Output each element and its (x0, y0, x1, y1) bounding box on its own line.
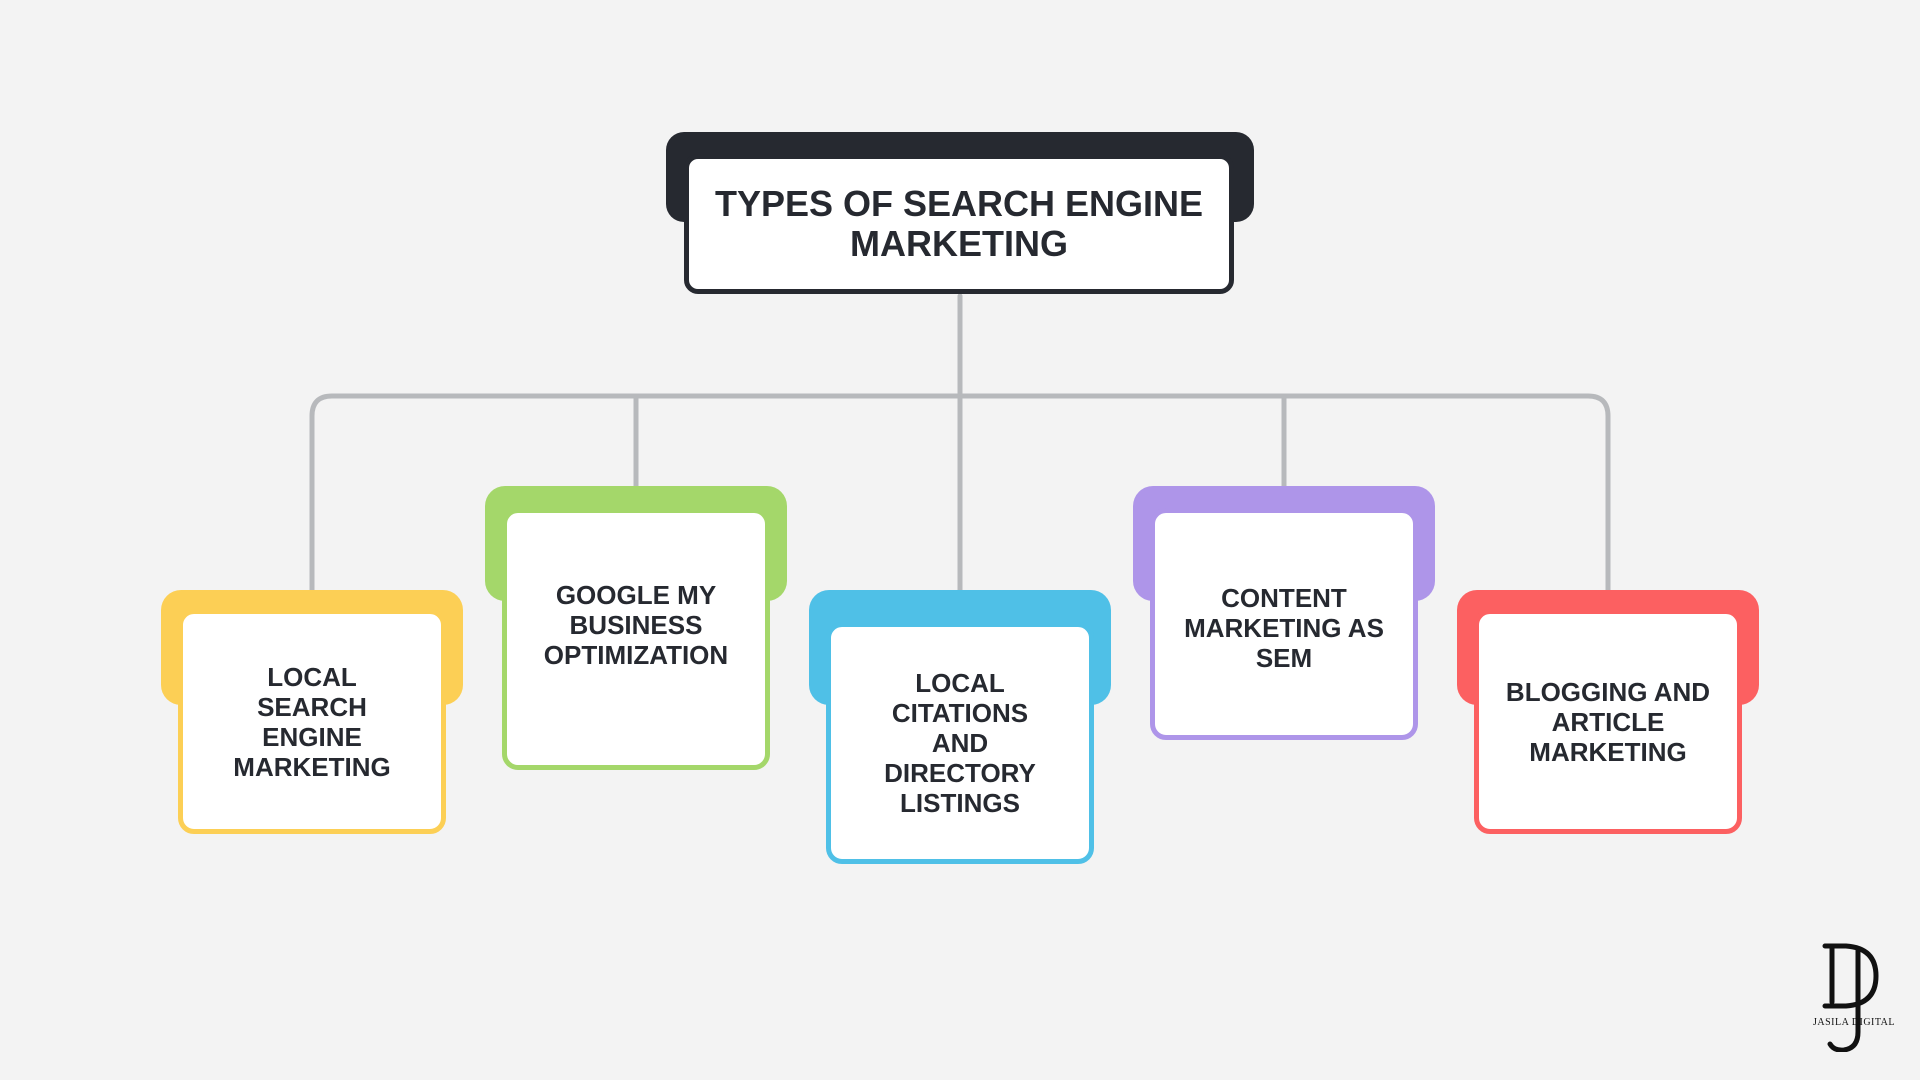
node-content-marketing-as-sem: CONTENT MARKETING AS SEM (1150, 508, 1418, 740)
root-title: TYPES OF SEARCH ENGINE MARKETING (714, 183, 1204, 264)
node-label: LOCAL SEARCH ENGINE MARKETING (233, 661, 391, 782)
node-label: BLOGGING AND ARTICLE MARKETING (1505, 676, 1711, 767)
root-node: TYPES OF SEARCH ENGINE MARKETING (684, 154, 1234, 294)
dj-monogram-icon (1822, 943, 1879, 1052)
node-label: LOCAL CITATIONS AND DIRECTORY LISTINGS (884, 668, 1036, 818)
logo-wordmark: JASILA DIGITAL (1812, 1017, 1896, 1028)
node-label: CONTENT MARKETING AS SEM (1184, 583, 1384, 673)
node-local-search-engine-marketing: LOCAL SEARCH ENGINE MARKETING (178, 609, 446, 834)
node-label: GOOGLE MY BUSINESS OPTIMIZATION (543, 580, 729, 670)
node-local-citations-and-directory-listings: LOCAL CITATIONS AND DIRECTORY LISTINGS (826, 622, 1094, 864)
node-google-my-business-optimization: GOOGLE MY BUSINESS OPTIMIZATION (502, 508, 770, 770)
brand-logo: JASILA DIGITAL (1806, 940, 1902, 1052)
node-blogging-and-article-marketing: BLOGGING AND ARTICLE MARKETING (1474, 609, 1742, 834)
